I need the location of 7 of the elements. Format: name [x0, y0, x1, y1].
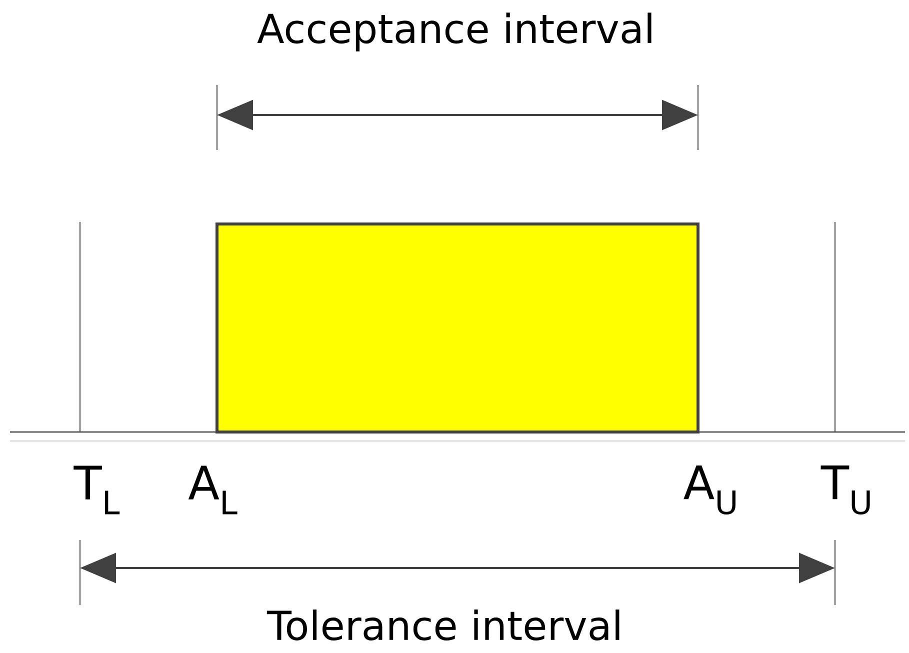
filled-rectangle [216, 222, 700, 434]
dimension-label: Tolerance interval [266, 610, 620, 640]
dimension-label: Acceptance interval [257, 12, 652, 52]
limit-label: T$_{L}$ [74, 466, 120, 514]
limit-label: T$_{U}$ [820, 466, 870, 514]
limit-label: A$_{L}$ [188, 466, 238, 514]
limit-label: A$_{U}$ [684, 466, 736, 514]
